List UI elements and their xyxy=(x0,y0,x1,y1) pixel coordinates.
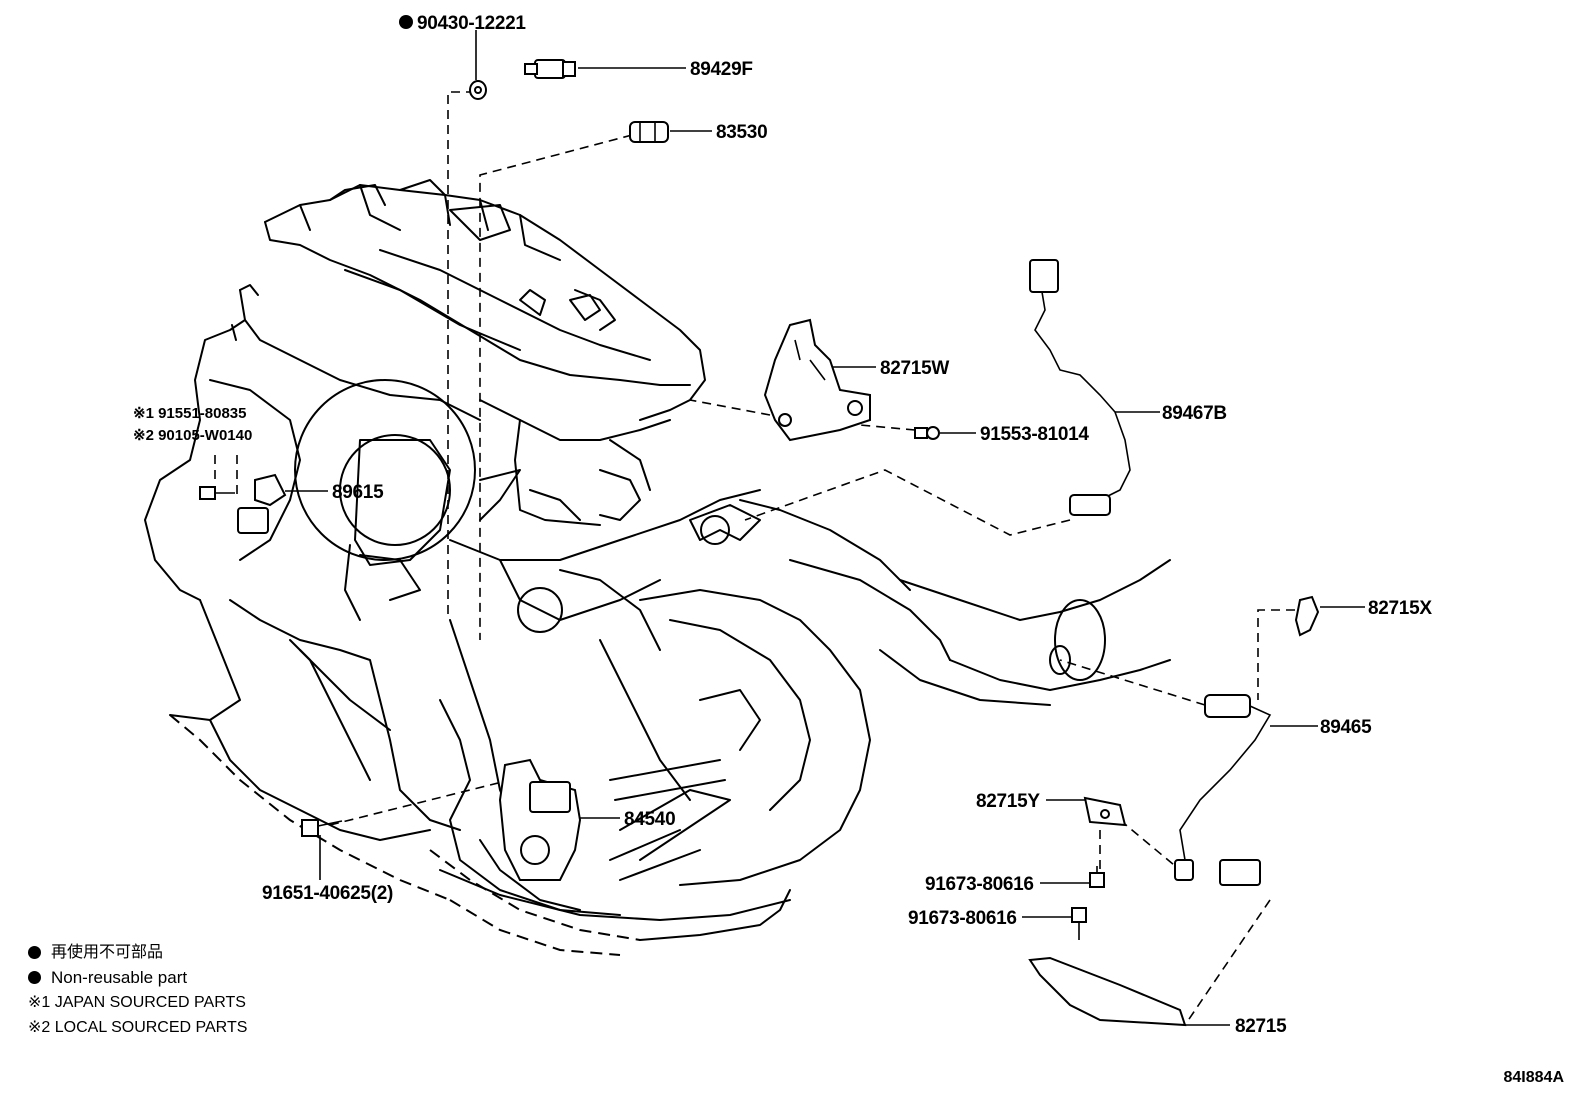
bolt-91673-lower-part[interactable] xyxy=(1071,907,1087,940)
label-91551[interactable]: ※1 91551-80835 xyxy=(133,405,247,422)
legend-row-non-reusable: Non-reusable part xyxy=(28,965,247,990)
diagram-code: 84I884A xyxy=(1503,1069,1565,1086)
label-82715Y[interactable]: 82715Y xyxy=(976,791,1041,812)
part-labels: 90430-12221 89429F 83530 82715W 91553-81… xyxy=(133,13,1433,1037)
knock-sensor-89615-part[interactable] xyxy=(237,473,287,534)
non-reusable-marker-icon xyxy=(399,15,413,29)
label-89467B[interactable]: 89467B xyxy=(1162,403,1227,424)
bracket-82715Y-part[interactable] xyxy=(1083,796,1127,827)
bolt-91651-part[interactable] xyxy=(301,819,343,837)
filled-circle-icon xyxy=(28,971,41,984)
legend-note-2: ※2 LOCAL SOURCED PARTS xyxy=(28,1019,248,1036)
washer-90430-part[interactable] xyxy=(469,80,487,100)
label-91553[interactable]: 91553-81014 xyxy=(980,424,1090,445)
label-90105[interactable]: ※2 90105-W0140 xyxy=(133,427,252,444)
assembly-leader-lines xyxy=(214,91,1295,1026)
oil-pressure-switch-89429F-part[interactable] xyxy=(524,59,576,79)
bolt-91673-upper-part[interactable] xyxy=(1089,866,1105,888)
clamp-82715X-part[interactable] xyxy=(1294,595,1320,637)
label-91651[interactable]: 91651-40625(2) xyxy=(262,883,393,904)
neutral-switch-84540-part[interactable] xyxy=(498,758,582,881)
legend-jp-text: 再使用不可部品 xyxy=(51,944,164,961)
label-90430[interactable]: 90430-12221 xyxy=(417,13,527,34)
oxygen-sensor-89465-part[interactable] xyxy=(1174,694,1272,886)
engine-assembly-illustration xyxy=(144,179,1171,956)
label-84540[interactable]: 84540 xyxy=(624,809,676,830)
label-83530[interactable]: 83530 xyxy=(716,122,768,143)
label-89465[interactable]: 89465 xyxy=(1320,717,1372,738)
label-91673-lower[interactable]: 91673-80616 xyxy=(908,908,1017,929)
label-82715[interactable]: 82715 xyxy=(1235,1016,1287,1037)
label-91673-upper[interactable]: 91673-80616 xyxy=(925,874,1034,895)
bolt-91553-part[interactable] xyxy=(914,426,940,440)
bracket-82715W-part[interactable] xyxy=(763,318,871,442)
legend-non-reusable-text: Non-reusable part xyxy=(51,968,188,987)
legend-note-1: ※1 JAPAN SOURCED PARTS xyxy=(28,994,246,1011)
label-82715W[interactable]: 82715W xyxy=(880,358,950,379)
oxygen-sensor-89467B-part[interactable] xyxy=(1029,259,1131,516)
filled-circle-icon xyxy=(28,946,41,959)
label-82715X[interactable]: 82715X xyxy=(1368,598,1433,619)
bolt-91551-part[interactable] xyxy=(199,486,235,500)
legend: 再使用不可部品 Non-reusable part ※1 JAPAN SOURC… xyxy=(28,940,247,1040)
oil-pressure-sensor-83530-part[interactable] xyxy=(629,121,669,143)
legend-row-jp: 再使用不可部品 xyxy=(28,940,247,965)
label-leader-lines xyxy=(285,30,1365,1026)
label-89429F[interactable]: 89429F xyxy=(690,59,753,80)
label-89615[interactable]: 89615 xyxy=(332,482,384,503)
bracket-82715-part[interactable] xyxy=(1028,956,1187,1027)
